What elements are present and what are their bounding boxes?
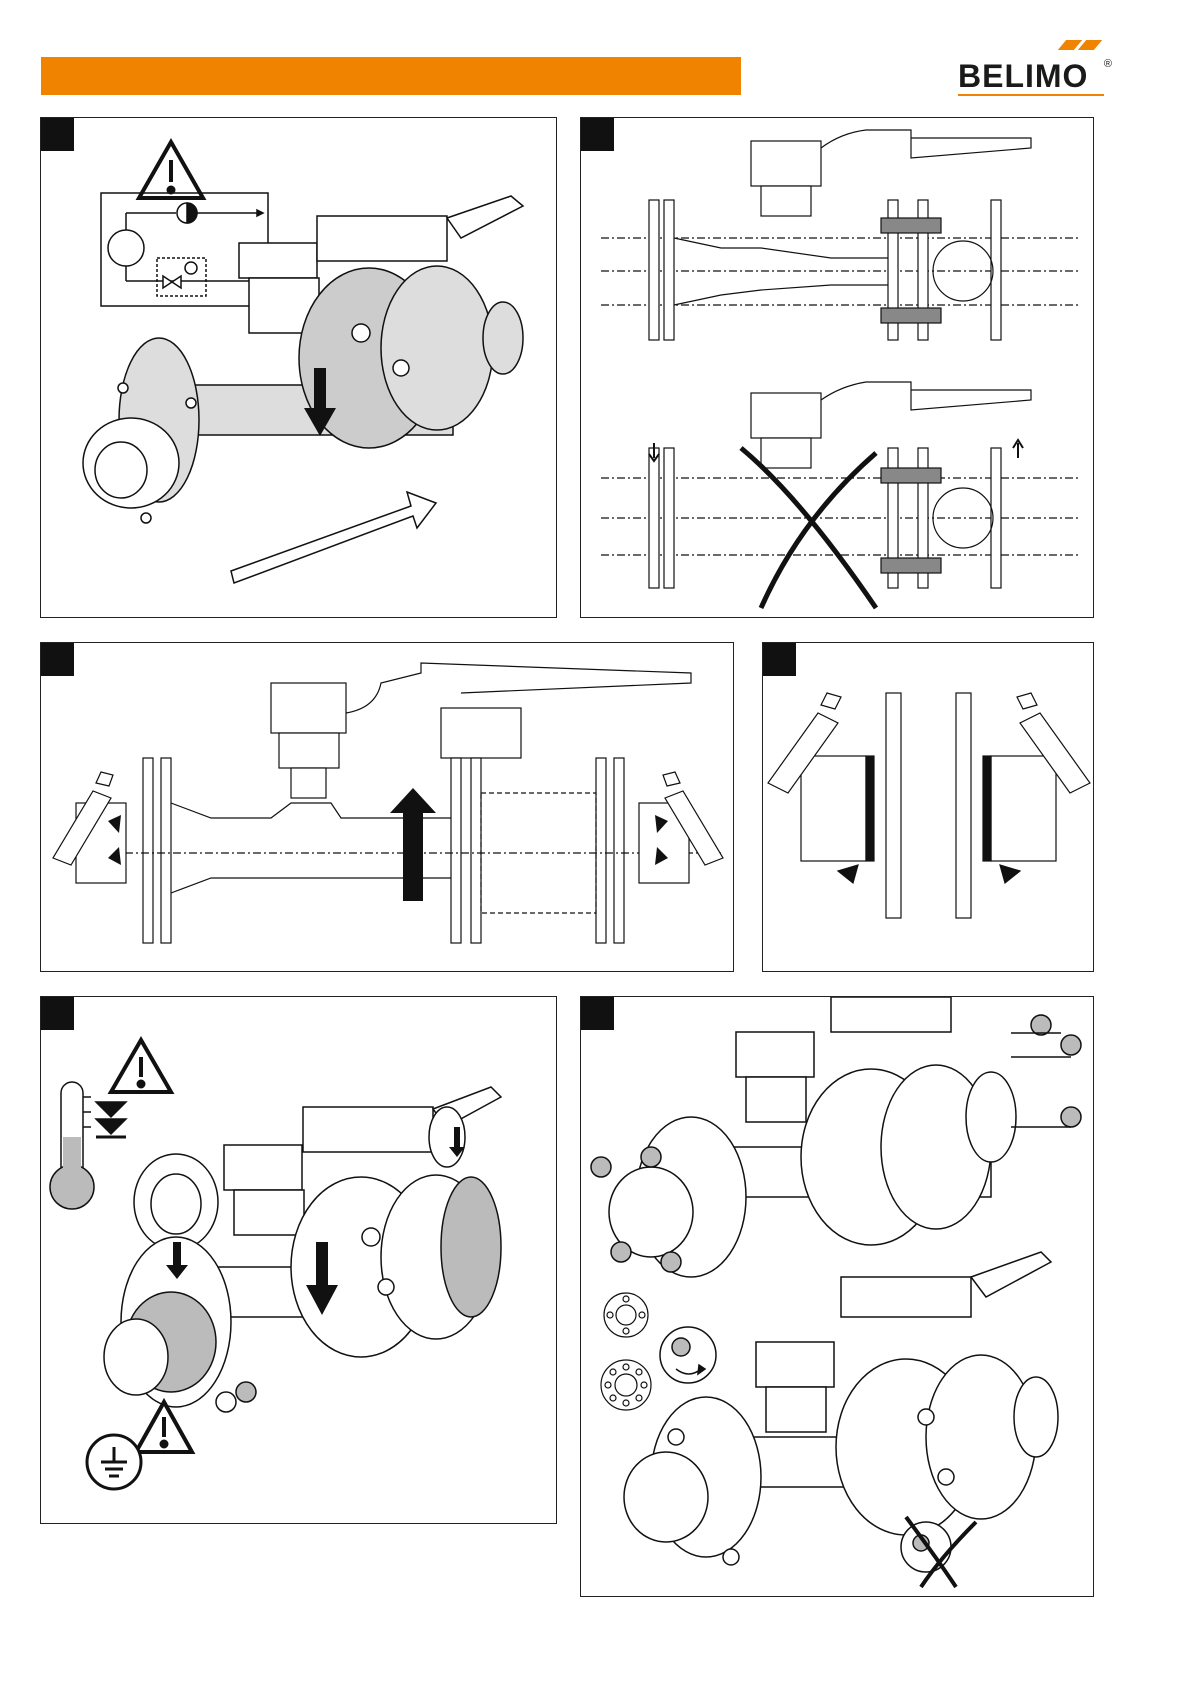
belimo-logo: BELIMO ® bbox=[958, 36, 1108, 98]
panel-5-illustration bbox=[41, 997, 558, 1525]
warning-icon-small bbox=[136, 1402, 192, 1452]
small-arrows bbox=[108, 815, 668, 865]
panel-3-illustration bbox=[41, 643, 735, 973]
panel-2 bbox=[580, 117, 1094, 618]
cross-mark bbox=[741, 448, 876, 608]
panel-3 bbox=[40, 642, 734, 972]
bolted-assembly-bottom bbox=[624, 1252, 1058, 1565]
bolted-assembly-top bbox=[591, 997, 1081, 1277]
panel-1 bbox=[40, 117, 557, 618]
header-bar bbox=[41, 57, 741, 95]
logo-registered-mark: ® bbox=[1104, 58, 1112, 70]
up-arrow bbox=[390, 788, 436, 901]
sensor-detail-right bbox=[956, 693, 1090, 918]
panel-1-illustration bbox=[41, 118, 558, 619]
logo-underline bbox=[958, 94, 1104, 96]
sensor-detail-left bbox=[768, 693, 901, 918]
warning-icon bbox=[111, 1040, 171, 1092]
gasket bbox=[134, 1154, 218, 1250]
warning-icon bbox=[139, 142, 203, 198]
section-view-correct bbox=[601, 130, 1081, 340]
ground-icon bbox=[87, 1435, 141, 1489]
panel-6-illustration bbox=[581, 997, 1095, 1598]
panel-2-illustration bbox=[581, 118, 1095, 619]
panel-6 bbox=[580, 996, 1094, 1597]
section-view-sensors bbox=[61, 663, 721, 943]
panel-4-illustration bbox=[763, 643, 1095, 973]
bolt-pattern-4 bbox=[604, 1293, 648, 1337]
panel-4 bbox=[762, 642, 1094, 972]
flow-direction-arrow bbox=[231, 492, 436, 583]
tighten-icon bbox=[660, 1327, 716, 1383]
panel-5 bbox=[40, 996, 557, 1524]
logo-wordmark: BELIMO bbox=[958, 58, 1088, 95]
logo-stripe-2 bbox=[1078, 40, 1102, 50]
valve-assembly bbox=[104, 1087, 501, 1412]
bolt-pattern-8 bbox=[601, 1360, 651, 1410]
valve-assembly bbox=[83, 196, 523, 523]
thermometer-icon bbox=[50, 1082, 126, 1209]
